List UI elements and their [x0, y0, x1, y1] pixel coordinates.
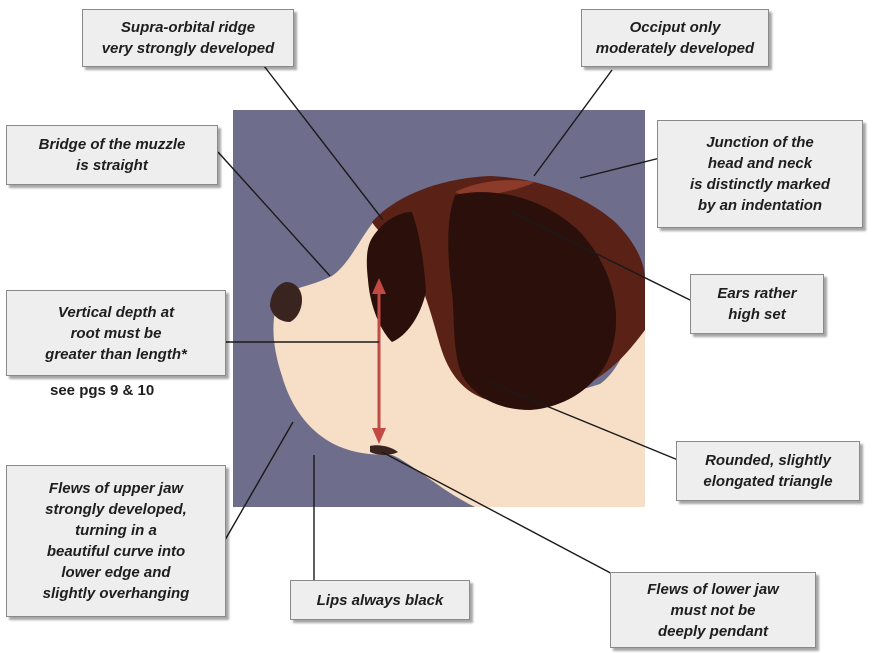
label-ears: Ears rather high set — [690, 274, 824, 334]
label-supra-orbital: Supra-orbital ridge very strongly develo… — [82, 9, 294, 67]
label-lips: Lips always black — [290, 580, 470, 620]
label-upper-flews: Flews of upper jaw strongly developed, t… — [6, 465, 226, 617]
label-occiput: Occiput only moderately developed — [581, 9, 769, 67]
label-junction: Junction of the head and neck is distinc… — [657, 120, 863, 228]
label-lower-flews: Flews of lower jaw must not be deeply pe… — [610, 572, 816, 648]
label-vertical-depth: Vertical depth at root must be greater t… — [6, 290, 226, 376]
label-triangle: Rounded, slightly elongated triangle — [676, 441, 860, 501]
label-muzzle-bridge: Bridge of the muzzle is straight — [6, 125, 218, 185]
see-pages-note: see pgs 9 & 10 — [50, 382, 154, 399]
